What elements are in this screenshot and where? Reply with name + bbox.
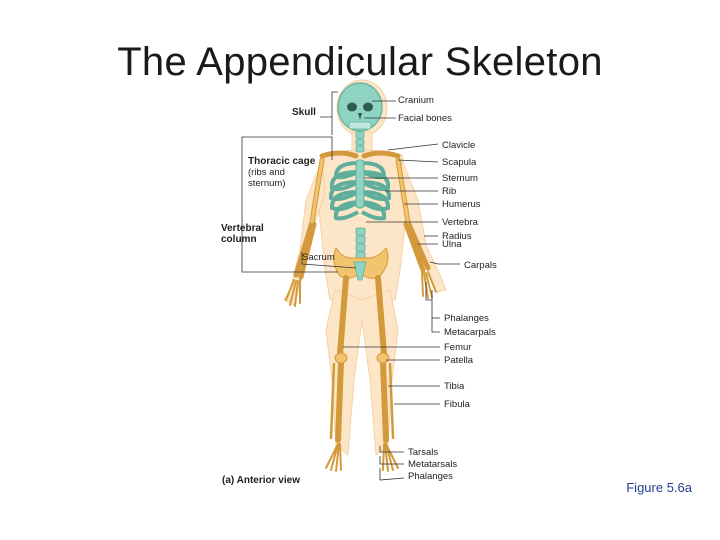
label-thoracic-cage: Thoracic cage (248, 156, 316, 167)
sternum (355, 159, 365, 209)
label-rib: Rib (442, 186, 456, 197)
sacrum-bone (353, 261, 367, 281)
label-humerus: Humerus (442, 199, 481, 210)
label-sacrum: Sacrum (302, 252, 335, 263)
label-skull: Skull (292, 107, 316, 118)
label-carpals: Carpals (464, 260, 497, 271)
leg-bones (335, 275, 389, 443)
label-ulna: Ulna (442, 239, 462, 250)
label-thoracic-sub1: (ribs and (248, 167, 285, 178)
label-thoracic-sub2: sternum) (248, 178, 285, 189)
label-phalanges-foot: Phalanges (408, 471, 453, 482)
patellae (334, 352, 390, 364)
label-vertebral: Vertebral (221, 223, 264, 234)
slide-title: The Appendicular Skeleton (117, 40, 603, 84)
label-femur: Femur (444, 342, 471, 353)
label-scapula: Scapula (442, 157, 477, 168)
foot-bones (325, 443, 399, 472)
label-sternum: Sternum (442, 173, 478, 184)
label-facial-bones: Facial bones (398, 113, 452, 124)
label-tibia: Tibia (444, 381, 465, 392)
label-column: column (221, 234, 257, 245)
figure-caption: Figure 5.6a (626, 480, 692, 495)
view-label: (a) Anterior view (222, 475, 300, 486)
leader-lines (241, 91, 460, 481)
label-cranium: Cranium (398, 95, 434, 106)
label-tarsals: Tarsals (408, 447, 438, 458)
label-phalanges-hand: Phalanges (444, 313, 489, 324)
label-clavicle: Clavicle (442, 140, 475, 151)
thoracic-cage (329, 161, 391, 221)
fibula-bones (329, 362, 395, 440)
skull (337, 82, 383, 132)
label-patella: Patella (444, 355, 474, 366)
label-vertebra: Vertebra (442, 217, 479, 228)
label-fibula: Fibula (444, 399, 471, 410)
label-metacarpals: Metacarpals (444, 327, 496, 338)
hand-bones (285, 271, 437, 307)
label-metatarsals: Metatarsals (408, 459, 457, 470)
shoulder-girdle (319, 150, 401, 159)
label-radius: Radius (442, 231, 472, 242)
